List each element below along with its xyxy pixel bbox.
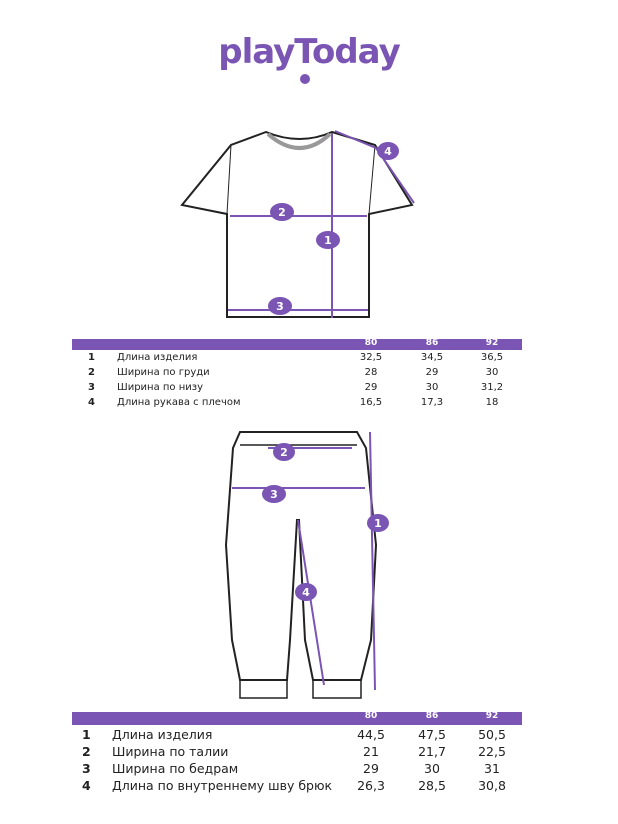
marker-2: 2 bbox=[280, 446, 288, 459]
logo-dot bbox=[300, 74, 310, 84]
tshirt-drawing bbox=[180, 130, 414, 318]
measurement-markers bbox=[262, 142, 399, 601]
table-header: 80 86 92 bbox=[72, 711, 522, 725]
marker-4: 4 bbox=[384, 145, 392, 158]
marker-2: 2 bbox=[278, 206, 286, 219]
marker-1: 1 bbox=[374, 517, 382, 530]
brand-logo: playToday bbox=[218, 32, 400, 72]
table-header: 80 86 92 bbox=[72, 338, 522, 350]
marker-4: 4 bbox=[302, 586, 310, 599]
marker-3: 3 bbox=[276, 300, 284, 313]
measurement-lines bbox=[228, 130, 415, 691]
marker-3: 3 bbox=[270, 488, 278, 501]
marker-1: 1 bbox=[324, 234, 332, 247]
